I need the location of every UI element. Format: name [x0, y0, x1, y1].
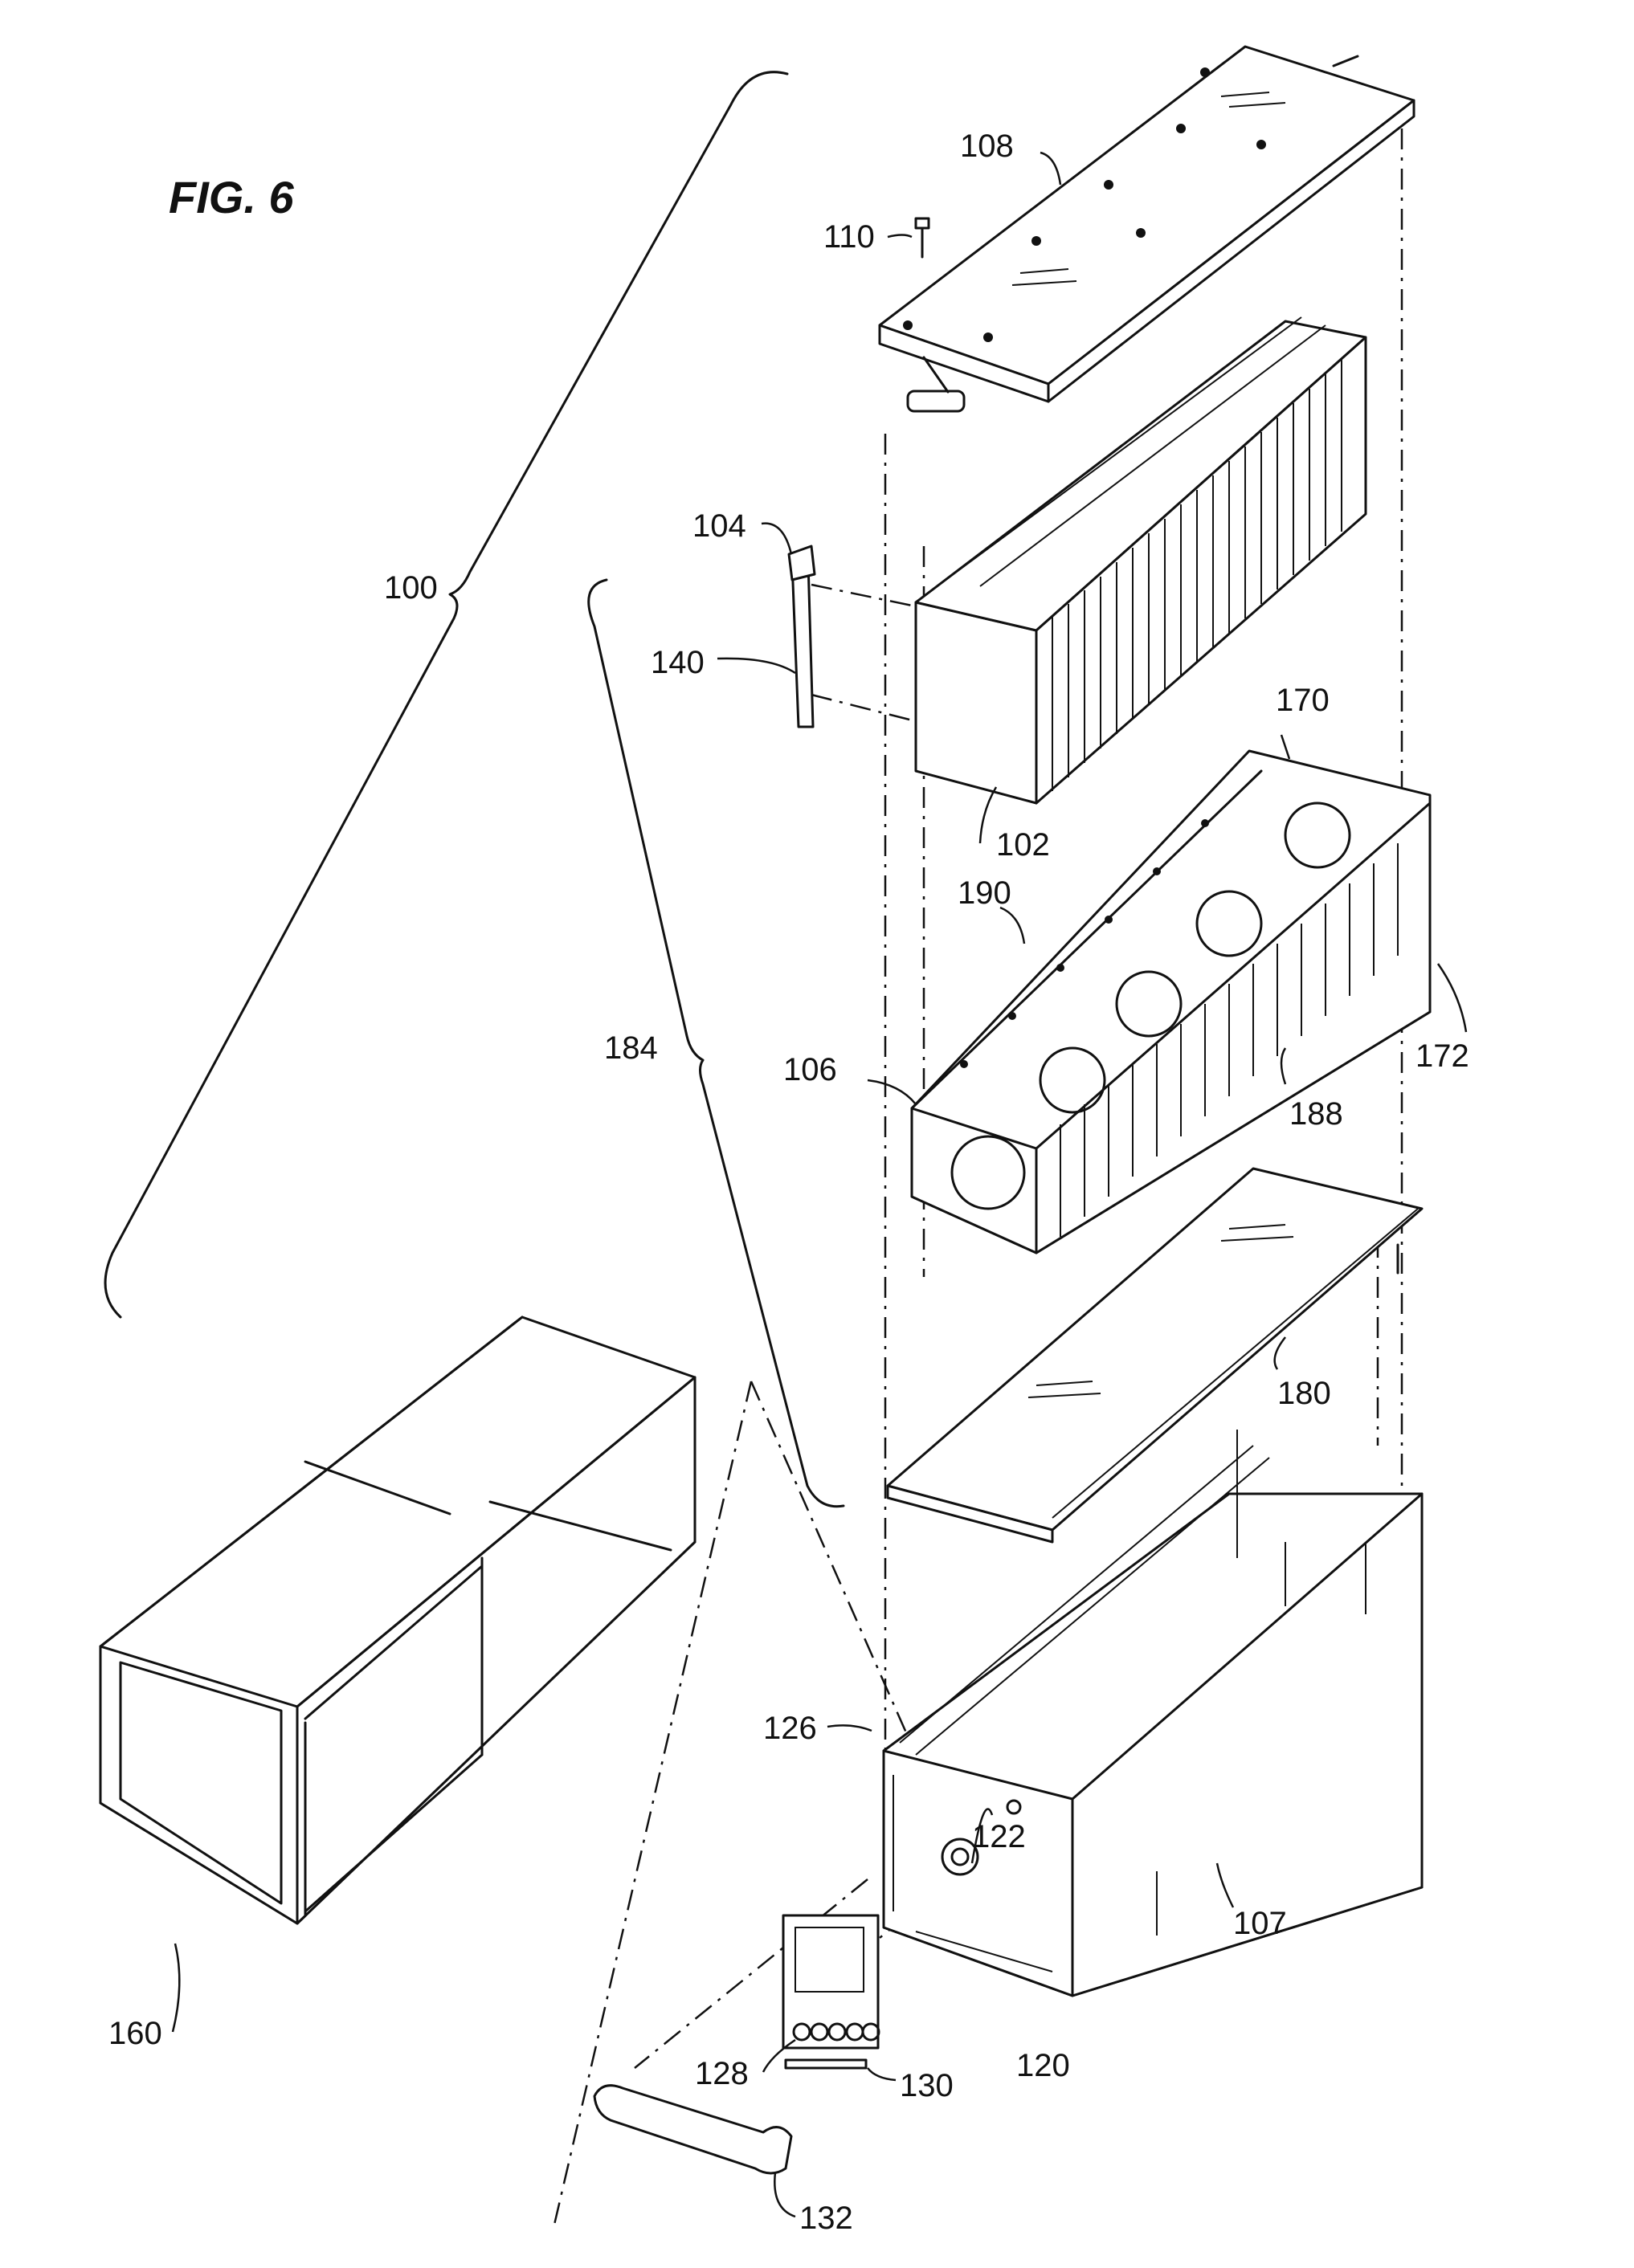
- top-cover-108: [878, 45, 1415, 413]
- label-122: 122: [972, 1819, 1026, 1854]
- label-190: 190: [958, 875, 1011, 911]
- label-104: 104: [692, 508, 746, 544]
- card-stack-102: [914, 316, 1367, 805]
- label-188: 188: [1289, 1096, 1343, 1132]
- label-170: 170: [1276, 683, 1330, 718]
- label-184: 184: [604, 1030, 658, 1066]
- label-106: 106: [783, 1052, 837, 1087]
- plate-180: [886, 1167, 1424, 1544]
- label-160: 160: [108, 2016, 162, 2051]
- figure-title: FIG. 6: [169, 172, 294, 222]
- label-120: 120: [1016, 2048, 1070, 2083]
- label-108: 108: [960, 128, 1014, 164]
- leader-lines: [171, 151, 1468, 2218]
- fastener-110: [914, 217, 930, 259]
- strip-130: [784, 2058, 868, 2070]
- bracket-184: [587, 578, 845, 1508]
- label-126: 126: [763, 1711, 817, 1746]
- label-130: 130: [900, 2068, 954, 2103]
- label-172: 172: [1415, 1038, 1469, 1074]
- handle-132: [593, 2084, 793, 2175]
- bezel-128: [782, 1914, 880, 2050]
- label-180: 180: [1277, 1376, 1331, 1411]
- frame-160: [99, 1316, 696, 1925]
- label-110: 110: [823, 219, 875, 255]
- ejector-104-140: [787, 545, 816, 728]
- label-107: 107: [1233, 1906, 1287, 1941]
- card-cage-106: [910, 749, 1432, 1254]
- reference-labels: 108 110 104 140 100 102 170 190 184 106 …: [108, 128, 1469, 2236]
- label-132: 132: [799, 2201, 853, 2236]
- label-100: 100: [384, 570, 438, 606]
- label-128: 128: [695, 2056, 749, 2091]
- chassis-107: [882, 1430, 1424, 1997]
- label-102: 102: [996, 827, 1050, 863]
- label-140: 140: [651, 645, 705, 680]
- bracket-100: [104, 71, 789, 1319]
